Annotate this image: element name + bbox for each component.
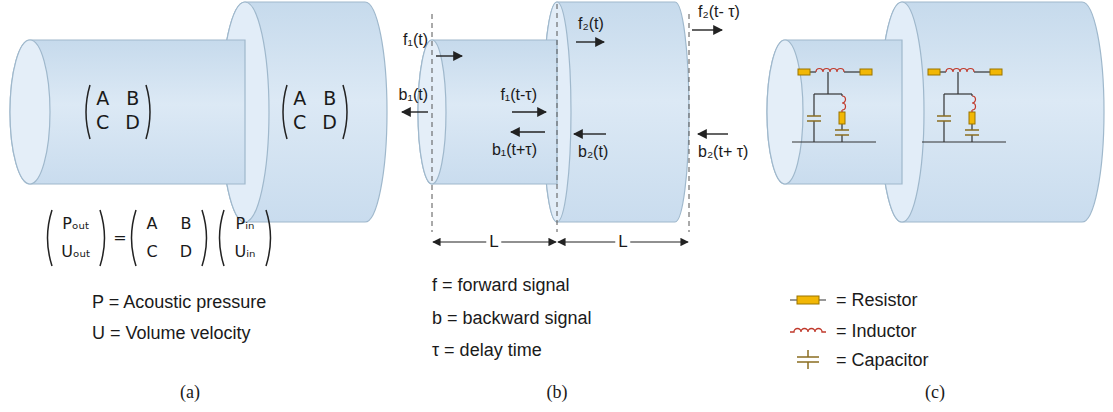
- legend-text: = Inductor: [836, 321, 917, 342]
- transfer-matrix: ABCD: [279, 84, 351, 140]
- dimension-label: L: [486, 232, 501, 252]
- vector-entry: Pₒᵤₜ: [62, 215, 89, 233]
- vector-entry: Uᵢₙ: [235, 243, 256, 261]
- transfer-matrix: ABCD: [82, 84, 154, 140]
- symbol-note: τ = delay time: [432, 340, 542, 361]
- section-line: [432, 4, 689, 232]
- matrix-grid: ABCD: [82, 84, 154, 135]
- panel-label: (a): [180, 382, 200, 403]
- panel-label: (c): [925, 382, 945, 403]
- signal-arrow: [402, 30, 728, 134]
- signal-name: b₁(t): [399, 86, 428, 104]
- cylinder-pair: [10, 2, 387, 222]
- symbol-note: P = Acoustic pressure: [92, 292, 266, 313]
- matrix-bracket: [279, 84, 351, 140]
- matrix-entry: D: [125, 111, 140, 133]
- circuit-symbol: [792, 69, 876, 143]
- matrix-bracket: [86, 85, 150, 139]
- equation-brackets: [48, 210, 271, 266]
- signal-name: f₁(t): [403, 31, 428, 49]
- signal-name: b₂(t): [578, 143, 608, 161]
- cylinder-pair: [767, 2, 1104, 222]
- matrix-entry: A: [147, 215, 158, 233]
- matrix-grid: ABCD: [279, 84, 351, 135]
- vector-entry: Uₒᵤₜ: [61, 243, 91, 261]
- equals-sign: =: [113, 229, 126, 247]
- signal-name: f₂(t): [578, 15, 604, 33]
- signal-name: f₁(t-τ): [500, 86, 537, 104]
- symbol-note: f = forward signal: [432, 275, 570, 296]
- symbol-note: U = Volume velocity: [92, 323, 251, 344]
- matrix-entry: C: [293, 111, 306, 133]
- dimension-label: L: [615, 232, 630, 252]
- matrix-entry: D: [322, 111, 337, 133]
- dimension-line: [433, 241, 688, 242]
- cylinder-pair: [418, 2, 689, 222]
- matrix-entry: B: [181, 215, 192, 233]
- symbol-note: b = backward signal: [432, 308, 592, 329]
- matrix-entry: D: [180, 243, 192, 261]
- legend-text: = Capacitor: [836, 350, 929, 371]
- signal-name: b₂(t+ τ): [698, 143, 748, 161]
- panel-label: (b): [547, 382, 568, 403]
- matrix-entry: B: [322, 87, 337, 109]
- signal-name: b₁(t+τ): [492, 141, 537, 159]
- matrix-entry: A: [293, 87, 306, 109]
- circuit-symbol: [922, 69, 1006, 143]
- matrix-entry: C: [96, 111, 109, 133]
- matrix-entry: C: [146, 243, 157, 261]
- matrix-entry: B: [125, 87, 140, 109]
- matrix-bracket: [283, 85, 347, 139]
- signal-name: f₂(t- τ): [698, 3, 740, 21]
- legend-symbols: [790, 296, 826, 369]
- matrix-bracket: [82, 84, 154, 140]
- matrix-entry: A: [96, 87, 109, 109]
- vector-entry: Pᵢₙ: [236, 215, 255, 233]
- legend-text: = Resistor: [836, 290, 918, 311]
